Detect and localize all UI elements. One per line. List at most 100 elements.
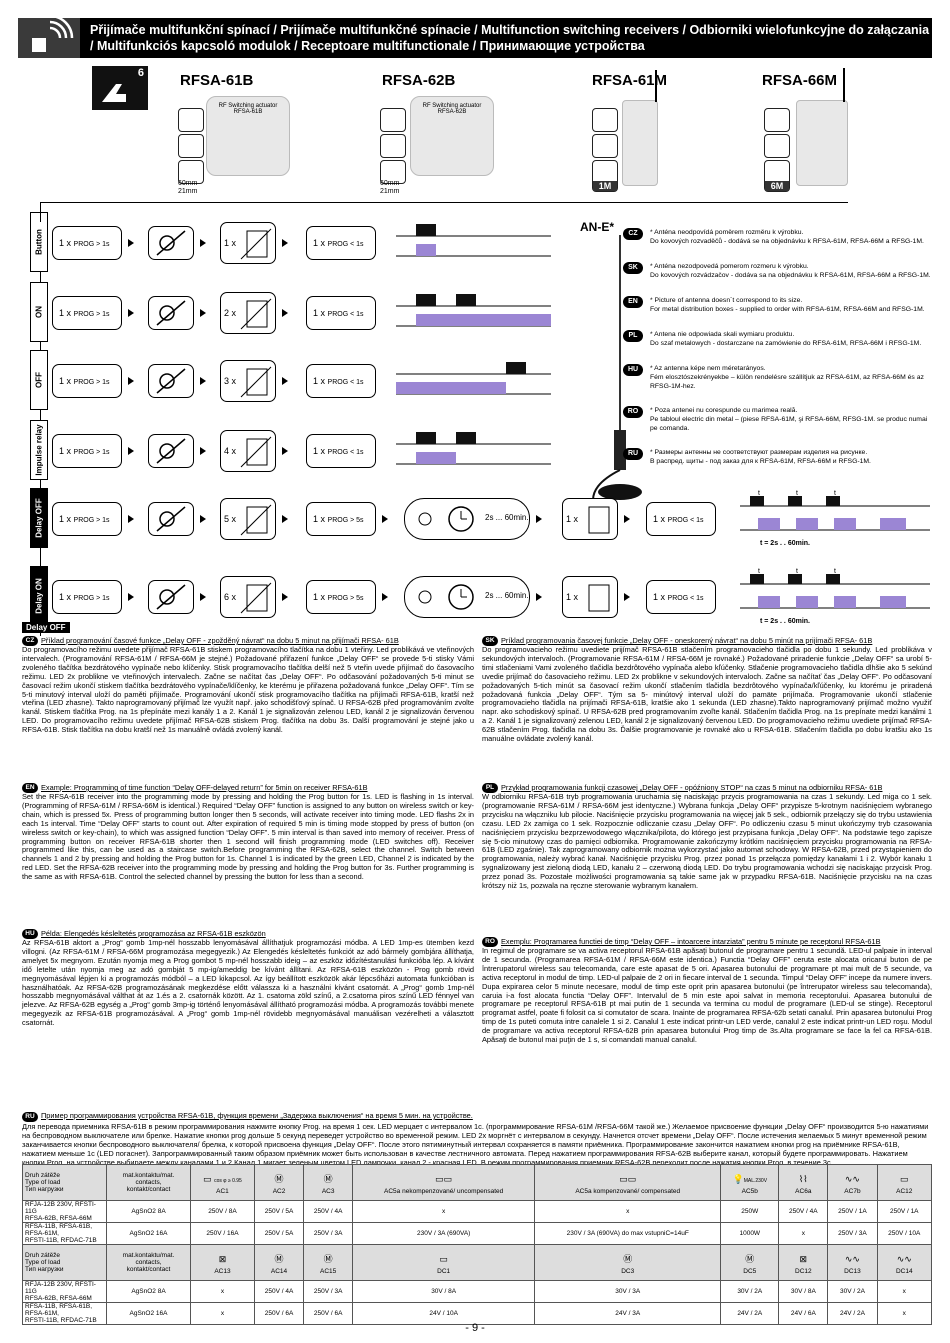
- rf-receiver-icon: [178, 108, 204, 132]
- led-blink-icon: [156, 584, 186, 610]
- arrow-icon: [282, 447, 288, 455]
- col-ac5a-unc: ▭▭AC5a nekompenzované/ uncompensated: [352, 1164, 536, 1201]
- rating-cell: x: [534, 1200, 722, 1223]
- prog-step-box: 1 x PROG < 1s: [306, 226, 376, 260]
- device-cell: RFSA-11B, RFSA-61B, RFSA-61M,RFSTI-11B, …: [22, 1302, 107, 1325]
- prog-step-box: 1 x PROG < 1s: [646, 502, 716, 536]
- prog-step-box: 1 x PROG > 1s: [52, 296, 122, 330]
- timer-box: 2s ... 60min.: [404, 498, 530, 540]
- remote-press-box: 5 x: [220, 498, 276, 540]
- lamp-icon: 💡MAL.230V: [732, 1174, 768, 1184]
- rating-cell: 230V / 3A (690VA) do max vstupniC=14uF: [534, 1222, 722, 1245]
- prog-step-box: 1 x PROG < 1s: [306, 296, 376, 330]
- product-name-1: RFSA-61B: [180, 72, 254, 89]
- remote-press-box: 1 x: [220, 222, 276, 264]
- led-blink-icon: [156, 300, 186, 326]
- switch-icon: [764, 134, 790, 158]
- material-cell: AgSnO2 16A: [106, 1302, 191, 1325]
- arrow-icon: [200, 309, 206, 317]
- timer-box: 2s ... 60min.: [404, 576, 530, 618]
- rating-cell: x: [352, 1200, 536, 1223]
- rating-cell: 250V / 6A: [253, 1302, 305, 1325]
- switch-icon: [380, 134, 406, 158]
- rf-receiver-icon: [592, 108, 618, 132]
- device-rfsa61m: [622, 100, 658, 186]
- rating-cell: x: [876, 1280, 932, 1303]
- led-blink-box: [148, 502, 194, 536]
- svg-text:t: t: [834, 490, 836, 497]
- section-number: 6: [137, 67, 144, 79]
- annotation-cz: CZ* Anténa neodpovídá poměrem rozměru k …: [623, 228, 935, 246]
- remote-press-box: 6 x: [220, 576, 276, 618]
- rating-cell: 250V / 5A: [253, 1200, 305, 1223]
- rating-cell: 250V / 4A: [253, 1280, 305, 1303]
- antenna-icon: [592, 235, 642, 506]
- coil-icon: ∿∿: [844, 1174, 860, 1184]
- prog-step-box: 1 x PROG > 1s: [52, 434, 122, 468]
- remote-switch-icon: [240, 366, 272, 398]
- rating-cell: 30V / 3A: [534, 1280, 722, 1303]
- rating-cell: 250V / 16A: [190, 1222, 255, 1245]
- rating-cell: 30V / 2A: [720, 1280, 780, 1303]
- arrow-icon: [382, 515, 388, 523]
- arrow-icon: [128, 447, 134, 455]
- prog-step-box: 1 x PROG > 1s: [52, 226, 122, 260]
- remote-press-box: 1 x: [562, 576, 618, 618]
- col-ac13: ⊠AC13: [190, 1244, 255, 1281]
- arrow-icon: [128, 239, 134, 247]
- arrow-icon: [282, 377, 288, 385]
- rating-cell: 1000W: [720, 1222, 780, 1245]
- rating-cell: 24V / 2A: [720, 1302, 780, 1325]
- page-title: Přijímače multifunkční spínací / Prijíma…: [90, 23, 930, 53]
- col-dc14: ∿∿DC14: [876, 1244, 932, 1281]
- remote-switch-icon: [240, 504, 272, 536]
- flush-box-icon: [178, 160, 204, 184]
- arrow-icon: [200, 593, 206, 601]
- rf-receiver-icon: [764, 108, 790, 132]
- t-label: t: [758, 568, 760, 575]
- remote-switch-icon: [588, 584, 610, 612]
- arrow-icon: [282, 239, 288, 247]
- row-label: Delay OFF: [30, 488, 48, 548]
- annotation-pl: PL* Antena nie odpowiada skali wymiaru p…: [623, 330, 935, 348]
- product-name-2: RFSA-62B: [382, 72, 456, 89]
- table-row: RFSA-11B, RFSA-61B, RFSA-61M,RFSTI-11B, …: [22, 1222, 932, 1245]
- rating-cell: 30V / 2A: [827, 1280, 878, 1303]
- led-blink-box: [148, 364, 194, 398]
- row-label: Button: [30, 212, 48, 272]
- waveform-chart: [396, 224, 551, 257]
- led-blink-box: [148, 580, 194, 614]
- remote-press-box: 2 x: [220, 292, 276, 334]
- rating-cell: 250V / 5A: [253, 1222, 305, 1245]
- rating-cell: 250V / 3A: [303, 1280, 354, 1303]
- rating-cell: x: [876, 1302, 932, 1325]
- material-header: mat.kontaktu/mat. contacts,kontakt/conta…: [106, 1164, 191, 1201]
- arrow-icon: [282, 515, 288, 523]
- row-label: ON: [30, 282, 48, 342]
- waveform-chart: [396, 362, 551, 395]
- remote-switch-icon: [588, 506, 610, 534]
- din-rail-icon: 6M: [764, 160, 790, 192]
- svg-text:t: t: [796, 568, 798, 575]
- rating-cell: 24V / 2A: [827, 1302, 878, 1325]
- arrow-icon: [536, 593, 542, 601]
- rating-cell: 30V / 8A: [352, 1280, 536, 1303]
- prog-step-box: 1 x PROG < 1s: [306, 364, 376, 398]
- flush-box-icon: [380, 160, 406, 184]
- rf-receiver-icon: [380, 108, 406, 132]
- page-number: - 9 -: [465, 1322, 485, 1334]
